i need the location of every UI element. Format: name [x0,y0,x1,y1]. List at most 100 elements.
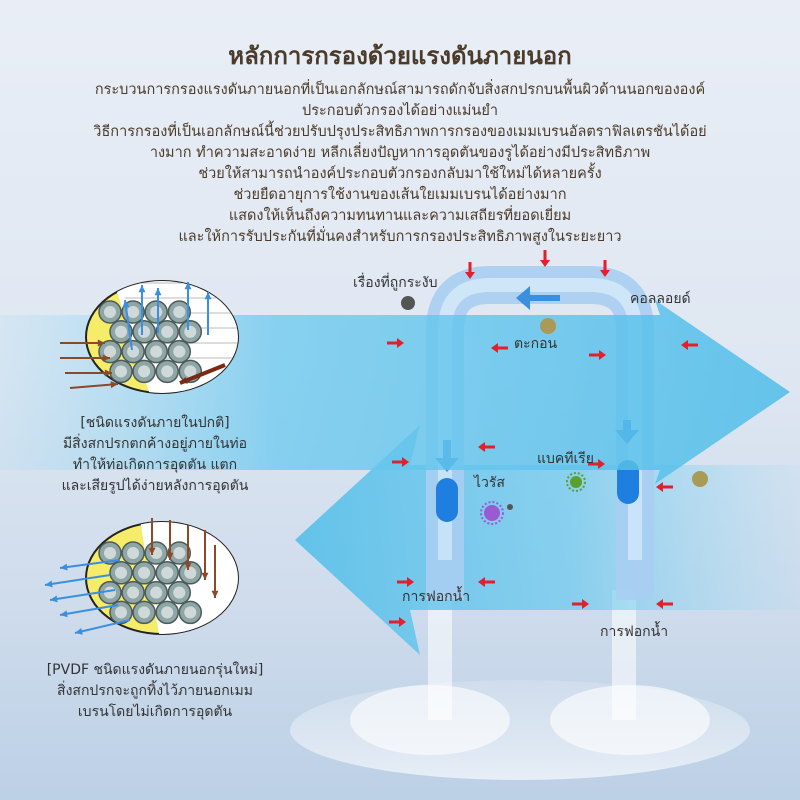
membrane-fiber-core [114,325,128,338]
suspended-particle [401,296,415,310]
flow-arrow-head [45,580,53,588]
pressure-arrow [392,457,409,467]
membrane-tube [426,266,654,600]
pressure-arrow [572,599,589,609]
flow-arrow-head [184,282,192,290]
label-virus: ไวรัส [474,475,505,491]
pressure-arrows [387,250,698,627]
flow-arrow-head [166,552,174,560]
label-purified-right: การฟอกน้ำ [600,624,669,640]
membrane-fiber-core [103,345,117,358]
pressure-arrow [656,599,673,609]
pressure-arrow [600,260,610,277]
flow-arrow-shaft [44,574,111,586]
membrane-fiber-core [173,586,186,599]
label-sediment: ตะกอน [514,336,558,352]
intro-line: และให้การรับประกันที่มั่นคงสำหรับการกรอง… [178,229,622,245]
label-purified-left: การฟอกน้ำ [402,589,471,605]
pressure-arrow [478,577,495,587]
membrane-fiber-core [150,305,163,319]
flow-arrow-shaft [49,589,116,601]
pressure-arrow [478,442,495,452]
flow-arrow-head [60,610,68,618]
flow-arrow-head [104,369,112,377]
membrane-fiber-core [138,566,151,579]
flow-arrow-shaft [179,363,226,385]
flow-arrow-head [110,381,118,389]
membrane-fiber-core [114,566,128,579]
pressure-arrow [387,338,404,348]
virus-particle [480,501,513,525]
water-capsule [617,460,639,504]
membrane-fiber-core [173,546,186,560]
flow-arrow-head [211,590,219,598]
pressure-arrow [389,617,406,627]
intro-line: กระบวนการกรองแรงดันภายนอกที่เป็นเอกลักษณ… [94,82,706,98]
flow-arrow-head [138,285,146,293]
membrane-fiber-core [127,305,140,319]
pressure-arrow [491,343,508,353]
pvdf-membrane-illustration [44,518,239,635]
intro-text: กระบวนการกรองแรงดันภายนอกที่เป็นเอกลักษณ… [20,80,780,248]
normal-caption: [ชนิดแรงดันภายในปกติ] มีสิ่งสกปรกตกค้างอ… [20,413,290,497]
flow-arrow-shaft [74,619,131,634]
membrane-fiber-core [103,305,117,319]
pvdf-line: สิ่งสกปรกจะถูกทิ้งไว้ภายนอกเมม [57,683,253,699]
water-capsule [436,478,458,522]
pvdf-line: เบรนโดยไม่เกิดการอุดตัน [77,704,233,720]
flow-arrow-head [60,563,68,571]
flow-arrow-shaft [59,604,119,616]
membrane-fiber-core [184,566,197,579]
flow-arrow-head [180,377,188,384]
membrane-fiber-core [127,586,140,599]
membrane-fiber-core [114,606,128,619]
membrane-fiber-core [161,606,174,619]
label-bacteria: แบคทีเรีย [537,451,595,467]
membrane-fiber-core [103,546,117,560]
flow-arrow-head [201,572,209,580]
membrane-fiber-core [161,365,174,378]
intro-line: ช่วยยืดอายุการใช้งานของเส้นใยเมมเบรนได้อ… [233,187,567,203]
membrane-fiber-core [173,345,186,358]
pressure-arrow [589,350,606,360]
page-title: หลักการกรองด้วยแรงดันภายนอก [228,42,572,70]
membrane-fiber-core [103,586,117,599]
flow-arrow-head [154,288,162,296]
flow-arrow-shaft [69,383,119,389]
pressure-arrow [656,482,673,492]
normal-membrane-illustration [60,280,239,394]
normal-line: มีสิ่งสกปรกตกค้างอยู่ภายในท่อ [62,436,248,452]
flow-arrow-head [102,354,110,362]
pressure-arrow [681,340,698,350]
bacteria-particle [566,472,586,492]
label-colloid: คอลลอยด์ [630,291,691,307]
normal-heading: [ชนิดแรงดันภายในปกติ] [80,415,230,431]
flow-arrow-head [148,547,156,555]
intro-line: ช่วยให้สามารถนำองค์ประกอบตัวกรองกลับมาใช… [198,166,602,182]
pvdf-caption: [PVDF ชนิดแรงดันภายนอกรุ่นใหม่] สิ่งสกปร… [20,660,290,723]
membrane-fiber-core [150,345,163,358]
tube-flow-arrow [516,286,560,310]
membrane-fiber-core [114,365,128,378]
pvdf-heading: [PVDF ชนิดแรงดันภายนอกรุ่นใหม่] [46,662,264,678]
intro-line: แสดงให้เห็นถึงความทนทานและความเสถียรที่ย… [228,208,572,224]
label-suspended: เรื่องที่ถูกระงับ [353,275,438,291]
flow-arrow-head [50,595,58,603]
membrane-fiber-core [138,365,151,378]
sediment-particle [692,471,708,487]
flow-arrow-shaft [124,299,133,351]
membrane-fiber-core [184,606,197,619]
pressure-arrow [588,459,605,469]
membrane-fiber-core [161,566,174,579]
membrane-fiber-core [184,365,197,378]
intro-line: างมาก ทำความสะอาดง่าย หลีกเลี่ยงปัญหาการ… [149,145,651,161]
pressure-arrow [397,577,414,587]
membrane-fiber-core [150,586,163,599]
flow-arrow-head [122,300,130,308]
membrane-fiber-core [127,345,140,358]
membrane-fiber-core [173,305,186,319]
membrane-fiber-core [127,546,140,560]
water-splash [290,590,750,780]
flow-arrow-shaft [59,559,121,569]
